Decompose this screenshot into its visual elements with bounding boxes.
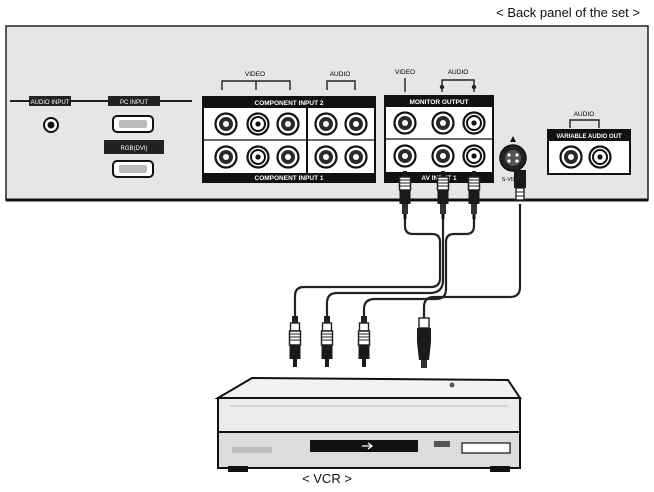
s-video-label: S-VIDEO (502, 177, 525, 183)
component2-audio-r-jack (344, 112, 368, 136)
component-input-group: VIDEO AUDIO COMPONENT INPUT 2 COMPONENT … (202, 71, 376, 183)
s-video-port: S-VIDEO (499, 136, 527, 183)
vcr-audio-l-plug (320, 315, 334, 368)
vcr-unit (214, 376, 522, 472)
monitor-video-jack (393, 111, 417, 135)
monitor-video-label: VIDEO (395, 69, 415, 76)
vcr-s-video-plug (417, 317, 431, 368)
tv-s-video-plug (514, 170, 526, 201)
vcr-audio-r-plug (357, 315, 371, 368)
video-group-label: VIDEO (245, 71, 265, 78)
audio-input-label: AUDIO INPUT (31, 100, 70, 106)
monitor-audio-label: AUDIO (448, 69, 469, 76)
tv-video-plug (398, 170, 412, 220)
component1-pr-jack (276, 145, 300, 169)
component2-pr-jack (276, 112, 300, 136)
av-cable (293, 206, 476, 316)
variable-audio-r-jack (588, 145, 612, 169)
tv-audio-r-plug (467, 170, 481, 220)
s-video-cable (422, 204, 522, 318)
component-input-2-label: COMPONENT INPUT 2 (255, 100, 324, 107)
pc-input-port: PC INPUT (108, 96, 160, 133)
component-input-1-label: COMPONENT INPUT 1 (255, 175, 324, 182)
back-panel-caption: < Back panel of the set > (496, 5, 640, 20)
component2-y-jack (214, 112, 238, 136)
component1-audio-r-jack (344, 145, 368, 169)
component2-pb-jack (246, 112, 270, 136)
vcr-caption: < VCR > (302, 471, 352, 486)
component2-audio-l-jack (314, 112, 338, 136)
component1-audio-l-jack (314, 145, 338, 169)
variable-audio-label: AUDIO (574, 111, 595, 118)
component1-y-jack (214, 145, 238, 169)
component1-pb-jack (246, 145, 270, 169)
av-io-group: VIDEO AUDIO MONITOR OUTPUT AV INPUT 1 (384, 69, 494, 183)
rgb-dvi-port: RGB(DVI) (104, 140, 164, 178)
monitor-audio-r-jack (462, 111, 486, 135)
av1-audio-r-jack (462, 144, 486, 168)
vcr-video-plug (288, 315, 302, 368)
monitor-audio-l-jack (431, 111, 455, 135)
pc-input-label: PC INPUT (120, 100, 148, 106)
audio-group-label: AUDIO (330, 71, 351, 78)
variable-audio-out-group: AUDIO VARIABLE AUDIO OUT (547, 111, 631, 175)
audio-input-port: AUDIO INPUT (10, 96, 192, 133)
av1-audio-l-jack (431, 144, 455, 168)
monitor-output-label: MONITOR OUTPUT (409, 99, 468, 106)
variable-audio-l-jack (559, 145, 583, 169)
tv-audio-l-plug (436, 170, 450, 220)
rgb-dvi-label: RGB(DVI) (121, 146, 148, 152)
av1-video-jack (393, 144, 417, 168)
variable-audio-out-label: VARIABLE AUDIO OUT (556, 134, 622, 140)
